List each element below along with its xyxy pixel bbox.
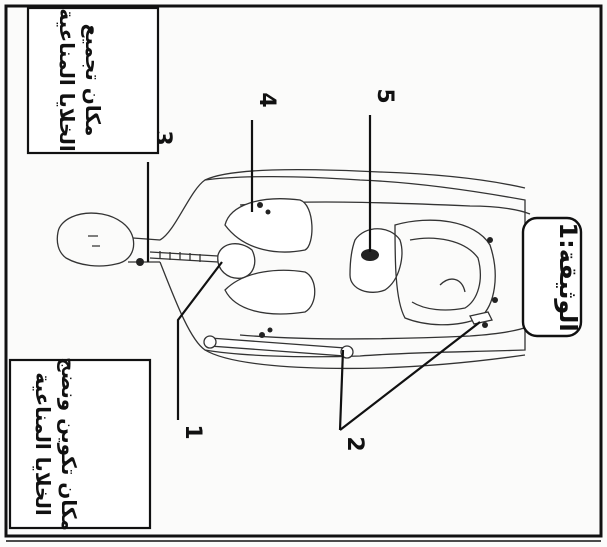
bone-joint-top [204,336,216,348]
leg-bone [470,312,492,324]
stomach [350,229,402,293]
thymus [218,244,255,279]
lymph-nodes [136,202,498,338]
appendix [440,279,465,292]
callout-5-number: 5 [372,88,397,103]
document-label-text: الوثيقة:1 [554,222,582,331]
callout-2-number: 2 [342,436,367,451]
callout-1-number: 1 [180,424,205,439]
small-intestine [410,238,480,310]
box-formation-site: مكان تكوين ونضج الخلايا المناعية [10,357,150,531]
document-label: الوثيقة:1 [523,218,582,336]
box-top-line2: الخلايا المناعية [55,8,79,151]
box-bottom-line1: مكان تكوين ونضج [57,357,81,531]
box-top-line1: مكان تجميع [81,24,105,137]
box-bottom-line2: الخلايا المناعية [31,372,55,515]
box-collection-site: مكان تجميع الخلايا المناعية [28,8,158,153]
callout-4-number: 4 [254,92,279,107]
